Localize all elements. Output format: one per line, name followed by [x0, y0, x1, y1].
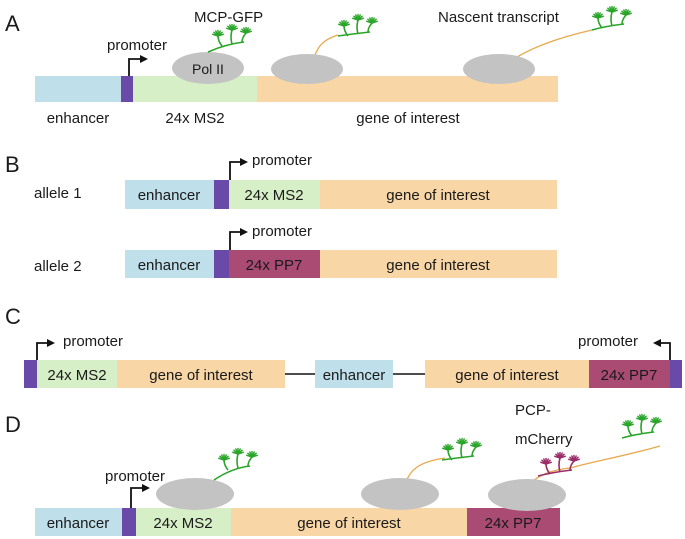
pp7-label: 24x PP7: [601, 367, 658, 384]
promoter-block: [670, 360, 682, 388]
ms2-stem-loops: [213, 447, 258, 481]
pp7-region: [589, 360, 670, 388]
allele-1-ms2-label: 24x MS2: [244, 187, 303, 204]
enhancer-label: enhancer: [47, 515, 110, 532]
allele-1-promoter-label: promoter: [252, 152, 312, 169]
panel-b: B allele 1 promoter enhancer 24x MS2 gen…: [5, 152, 557, 278]
allele-2-enhancer-label: enhancer: [138, 257, 201, 274]
panel-a-letter: A: [5, 11, 20, 36]
panel-d-letter: D: [5, 412, 21, 437]
gene-region: [231, 508, 467, 536]
promoter-left-label: promoter: [63, 333, 123, 350]
enhancer-region: [125, 180, 214, 209]
promoter-block: [122, 508, 136, 536]
panel-a: A promoter MCP-GFP Nascent transcript Po…: [5, 5, 632, 127]
gene-region: [320, 250, 557, 278]
ms2-stem-loops: [441, 437, 482, 461]
allele-2-gene-label: gene of interest: [386, 257, 490, 274]
ms2-label: 24x MS2: [153, 515, 212, 532]
gene-label: gene of interest: [297, 515, 401, 532]
polymerase: [156, 478, 234, 510]
pol-ii-label: Pol II: [192, 61, 224, 77]
enhancer-region: [35, 508, 122, 536]
panel-b-letter: B: [5, 152, 20, 177]
polymerase: [488, 479, 566, 511]
pp7-label: 24x PP7: [485, 515, 542, 532]
panel-c: C promoter promoter 24x MS2 gene of inte…: [5, 304, 682, 388]
allele-2-label: allele 2: [34, 258, 82, 275]
enhancer-region: [315, 360, 393, 388]
pp7-stem-loops: [537, 451, 580, 477]
promoter-block: [24, 360, 37, 388]
enhancer-region: [35, 76, 121, 102]
allele-2-promoter-label: promoter: [252, 223, 312, 240]
ms2-region: [37, 360, 117, 388]
polymerase: [463, 54, 535, 84]
panel-c-letter: C: [5, 304, 21, 329]
pp7-region: [229, 250, 320, 278]
promoter-arrow: [128, 55, 148, 76]
promoter-block: [214, 250, 229, 278]
allele-1-label: allele 1: [34, 185, 82, 202]
nascent-transcript-label: Nascent transcript: [438, 9, 560, 26]
promoter-arrow: [229, 158, 248, 180]
ms2-region: [229, 180, 320, 209]
promoter-arrow: [36, 339, 55, 360]
gene-region: [117, 360, 285, 388]
pcp-label-line-1: PCP-: [515, 402, 551, 419]
gene-region: [425, 360, 589, 388]
pp7-region: [467, 508, 560, 536]
allele-1-gene-label: gene of interest: [386, 187, 490, 204]
pol-ii-complex: [172, 52, 244, 84]
promoter-block: [121, 76, 133, 102]
promoter-right-label: promoter: [578, 333, 638, 350]
gene-right-label: gene of interest: [455, 367, 559, 384]
polymerase: [361, 478, 439, 510]
polymerase: [271, 54, 343, 84]
promoter-arrow: [130, 484, 150, 508]
mcp-gfp-label: MCP-GFP: [194, 9, 263, 26]
promoter-block: [214, 180, 229, 209]
enhancer-region: [125, 250, 214, 278]
enhancer-label: enhancer: [47, 110, 110, 127]
ms2-region: [136, 508, 231, 536]
panel-d: D PCP- mCherry promoter enhancer 24x MS2…: [5, 402, 662, 536]
allele-1-enhancer-label: enhancer: [138, 187, 201, 204]
promoter-label: promoter: [107, 37, 167, 54]
gene-left-label: gene of interest: [149, 367, 253, 384]
enhancer-label: enhancer: [323, 367, 386, 384]
ms2-stem-loops: [337, 13, 378, 37]
ms2-stem-loops: [591, 5, 632, 31]
promoter-label: promoter: [105, 468, 165, 485]
ms2-stem-loops: [207, 23, 252, 53]
gene-label: gene of interest: [356, 110, 460, 127]
allele-2-pp7-label: 24x PP7: [246, 257, 303, 274]
ms2-label: 24x MS2: [165, 110, 224, 127]
gene-region: [320, 180, 557, 209]
transcript-tail-d2: [527, 445, 661, 486]
pcp-label-line-2: mCherry: [515, 431, 573, 448]
promoter-arrow: [229, 228, 248, 250]
ms2-stem-loops: [621, 413, 662, 439]
promoter-arrow-reverse: [653, 339, 671, 360]
ms2-label: 24x MS2: [47, 367, 106, 384]
